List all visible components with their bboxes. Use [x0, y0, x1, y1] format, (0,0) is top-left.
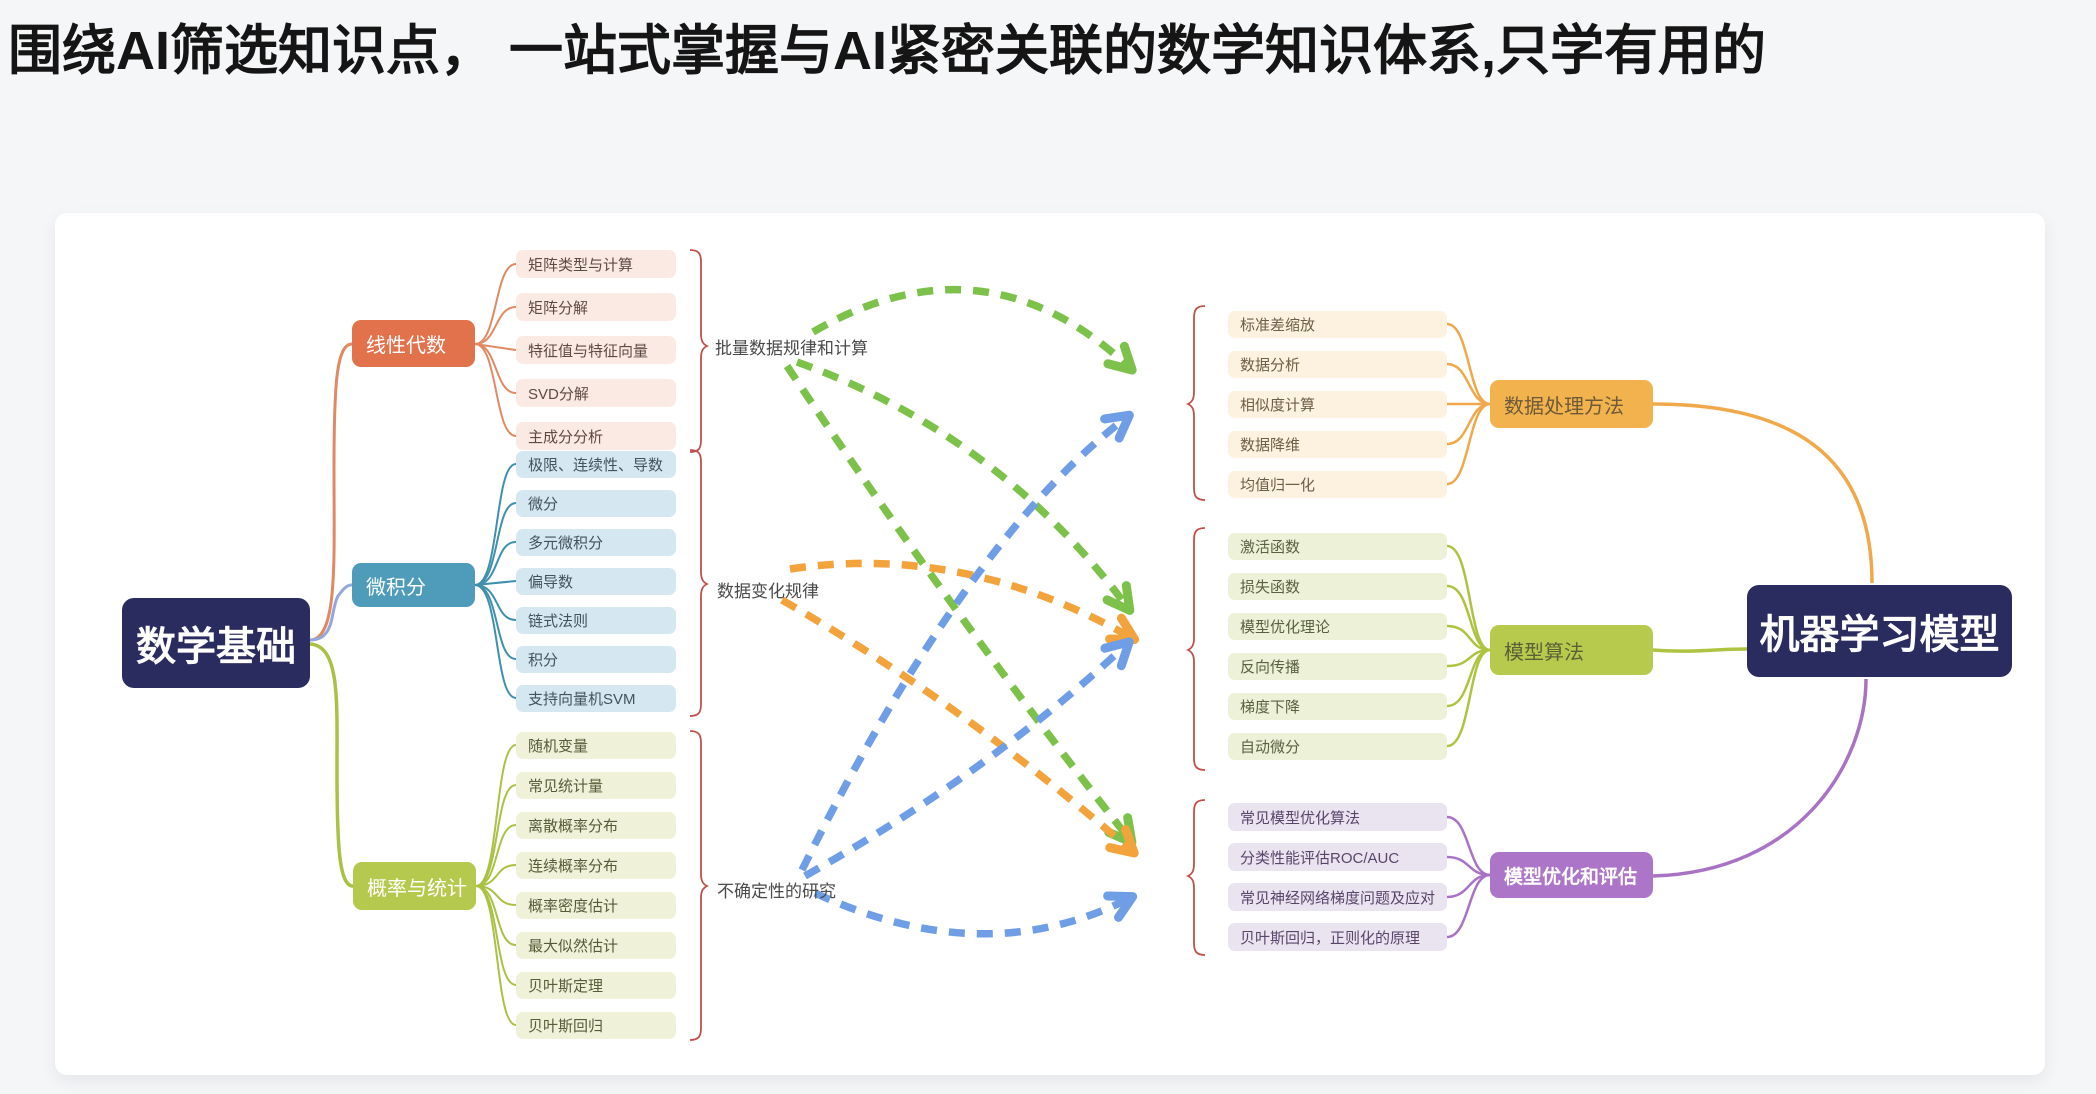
topic-item[interactable]: 自动微分 — [1228, 733, 1447, 760]
topic-item[interactable]: 矩阵类型与计算 — [516, 250, 676, 278]
topic-item[interactable]: 贝叶斯回归，正则化的原理 — [1228, 923, 1447, 951]
topic-item[interactable]: 随机变量 — [516, 732, 676, 759]
linear-algebra-items: 矩阵类型与计算 矩阵分解 特征值与特征向量 SVD分解 主成分分析 — [516, 250, 676, 450]
topic-item[interactable]: 常见神经网络梯度问题及应对 — [1228, 883, 1447, 911]
topic-item[interactable]: 离散概率分布 — [516, 812, 676, 839]
topic-item[interactable]: 积分 — [516, 646, 676, 673]
topic-item[interactable]: 梯度下降 — [1228, 693, 1447, 720]
group-node-model-eval[interactable]: 模型优化和评估 — [1490, 852, 1653, 898]
topic-item[interactable]: 分类性能评估ROC/AUC — [1228, 843, 1447, 871]
topic-item[interactable]: 贝叶斯回归 — [516, 1012, 676, 1039]
topic-item[interactable]: 均值归一化 — [1228, 471, 1447, 498]
target-node-ml-model[interactable]: 机器学习模型 — [1747, 585, 2012, 677]
topic-item[interactable]: 连续概率分布 — [516, 852, 676, 879]
topic-item[interactable]: 最大似然估计 — [516, 932, 676, 959]
summary-label-data-change[interactable]: 数据变化规律 — [717, 582, 819, 601]
group-node-model-algorithm[interactable]: 模型算法 — [1490, 625, 1653, 675]
root-node-math-foundation[interactable]: 数学基础 — [122, 598, 310, 688]
group-node-data-processing[interactable]: 数据处理方法 — [1490, 380, 1653, 428]
topic-item[interactable]: 相似度计算 — [1228, 391, 1447, 418]
topic-item[interactable]: 链式法则 — [516, 607, 676, 634]
probability-items: 随机变量 常见统计量 离散概率分布 连续概率分布 概率密度估计 最大似然估计 贝… — [516, 732, 676, 1039]
branch-node-calculus[interactable]: 微积分 — [352, 563, 475, 607]
topic-item[interactable]: SVD分解 — [516, 379, 676, 407]
calculus-items: 极限、连续性、导数 微分 多元微积分 偏导数 链式法则 积分 支持向量机SVM — [516, 451, 676, 712]
branch-node-linear-algebra[interactable]: 线性代数 — [352, 320, 475, 367]
topic-item[interactable]: 常见统计量 — [516, 772, 676, 799]
branch-node-probability[interactable]: 概率与统计 — [353, 862, 476, 910]
topic-item[interactable]: 数据分析 — [1228, 351, 1447, 378]
summary-label-uncertainty[interactable]: 不确定性的研究 — [717, 882, 836, 901]
topic-item[interactable]: 数据降维 — [1228, 431, 1447, 458]
topic-item[interactable]: 偏导数 — [516, 568, 676, 595]
topic-item[interactable]: 概率密度估计 — [516, 892, 676, 919]
topic-item[interactable]: 损失函数 — [1228, 573, 1447, 600]
model-eval-items: 常见模型优化算法 分类性能评估ROC/AUC 常见神经网络梯度问题及应对 贝叶斯… — [1228, 803, 1447, 951]
summary-label-batch-data[interactable]: 批量数据规律和计算 — [715, 339, 868, 358]
topic-item[interactable]: 矩阵分解 — [516, 293, 676, 321]
topic-item[interactable]: 标准差缩放 — [1228, 311, 1447, 338]
data-processing-items: 标准差缩放 数据分析 相似度计算 数据降维 均值归一化 — [1228, 311, 1447, 498]
topic-item[interactable]: 多元微积分 — [516, 529, 676, 556]
page-title: 围绕AI筛选知识点， 一站式掌握与AI紧密关联的数学知识体系,只学有用的 — [8, 21, 1767, 81]
topic-item[interactable]: 模型优化理论 — [1228, 613, 1447, 640]
topic-item[interactable]: 常见模型优化算法 — [1228, 803, 1447, 831]
topic-item[interactable]: 反向传播 — [1228, 653, 1447, 680]
topic-item[interactable]: 特征值与特征向量 — [516, 336, 676, 364]
topic-item[interactable]: 贝叶斯定理 — [516, 972, 676, 999]
topic-item[interactable]: 激活函数 — [1228, 533, 1447, 560]
topic-item[interactable]: 主成分分析 — [516, 422, 676, 450]
topic-item[interactable]: 极限、连续性、导数 — [516, 451, 676, 478]
topic-item[interactable]: 支持向量机SVM — [516, 685, 676, 712]
topic-item[interactable]: 微分 — [516, 490, 676, 517]
model-algorithm-items: 激活函数 损失函数 模型优化理论 反向传播 梯度下降 自动微分 — [1228, 533, 1447, 760]
